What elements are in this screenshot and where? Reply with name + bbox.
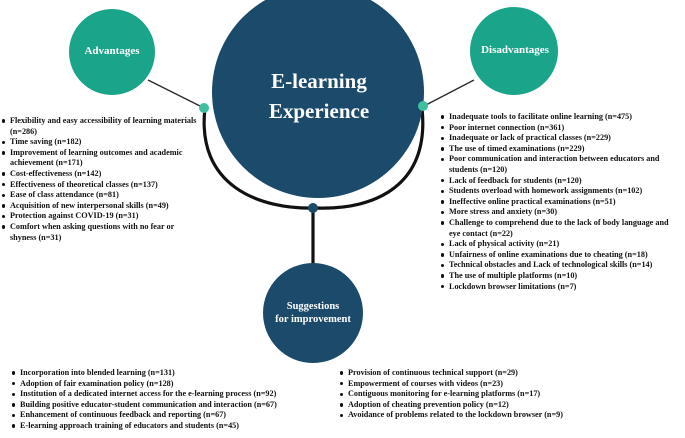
list-item: Comfort when asking questions with no fe…	[2, 222, 200, 243]
list-item: Institution of a dedicated internet acce…	[12, 389, 330, 400]
list-item: Lack of physical activity (n=21)	[441, 239, 681, 250]
list-item: More stress and anxiety (n=30)	[441, 207, 681, 218]
advantages-list: Flexibility and easy accessibility of le…	[2, 116, 200, 243]
advantages-end-dot	[199, 103, 209, 113]
disadvantages-node	[470, 7, 558, 95]
suggestions-node	[263, 263, 363, 363]
list-item: Adoption of cheating prevention policy (…	[340, 400, 680, 411]
advantages-title: Advantages	[84, 45, 140, 57]
disadvantages-title: Disadvantages	[481, 44, 549, 56]
center-title-line1: E-learning	[271, 69, 367, 93]
list-item: Cost-effectiveness (n=142)	[2, 169, 200, 180]
advantages-spoke	[147, 79, 205, 109]
list-item: Inadequate tools to facilitate online le…	[441, 112, 681, 123]
list-item: Enhancement of continuous feedback and r…	[12, 410, 330, 421]
suggestions-title: Suggestions for improvement	[266, 300, 360, 326]
list-item: Adoption of fair examination policy (n=1…	[12, 379, 330, 390]
disadvantages-end-dot	[418, 101, 428, 111]
junction-dot	[308, 203, 318, 213]
list-item: The use of multiple platforms (n=10)	[441, 271, 681, 282]
list-item: Poor internet connection (n=361)	[441, 123, 681, 134]
list-item: Improvement of learning outcomes and aca…	[2, 148, 200, 169]
suggestions-list-left: Incorporation into blended learning (n=1…	[12, 368, 330, 432]
list-item: Acquisition of new interpersonal skills …	[2, 201, 200, 212]
list-item: Flexibility and easy accessibility of le…	[2, 116, 200, 137]
list-item: Avoidance of problems related to the loc…	[340, 410, 680, 421]
suggestions-title-line2: for improvement	[275, 314, 351, 325]
list-item: The use of timed examinations (n=229)	[441, 144, 681, 155]
list-item: Protection against COVID-19 (n=31)	[2, 211, 200, 222]
list-item: Time saving (n=182)	[2, 137, 200, 148]
list-item: Lockdown browser limitations (n=7)	[441, 282, 681, 293]
suggestions-title-line1: Suggestions	[286, 301, 340, 312]
center-circle	[212, 0, 424, 198]
advantages-node	[69, 9, 155, 95]
list-item: Ease of class attendance (n=81)	[2, 190, 200, 201]
list-item: Incorporation into blended learning (n=1…	[12, 368, 330, 379]
list-item: Challenge to comprehend due to the lack …	[441, 218, 681, 239]
list-item: E-learning approach training of educator…	[12, 421, 330, 432]
list-item: Unfairness of online examinations due to…	[441, 250, 681, 261]
list-item: Empowerment of courses with videos (n=23…	[340, 379, 680, 390]
center-title: E-learning Experience	[212, 66, 426, 126]
list-item: Poor communication and interaction betwe…	[441, 154, 681, 175]
suggestions-list-right: Provision of continuous technical suppor…	[340, 368, 680, 421]
list-item: Contiguous monitoring for e-learning pla…	[340, 389, 680, 400]
list-item: Technical obstacles and Lack of technolo…	[441, 260, 681, 271]
list-item: Inadequate or lack of practical classes …	[441, 133, 681, 144]
disadvantages-list: Inadequate tools to facilitate online le…	[441, 112, 681, 292]
list-item: Building positive educator-student commu…	[12, 400, 330, 411]
disadvantages-spoke	[423, 79, 475, 107]
list-item: Ineffective online practical examination…	[441, 197, 681, 208]
list-item: Effectiveness of theoretical classes (n=…	[2, 180, 200, 191]
center-title-line2: Experience	[268, 99, 370, 123]
list-item: Students overload with homework assignme…	[441, 186, 681, 197]
list-item: Provision of continuous technical suppor…	[340, 368, 680, 379]
list-item: Lack of feedback for students (n=120)	[441, 176, 681, 187]
